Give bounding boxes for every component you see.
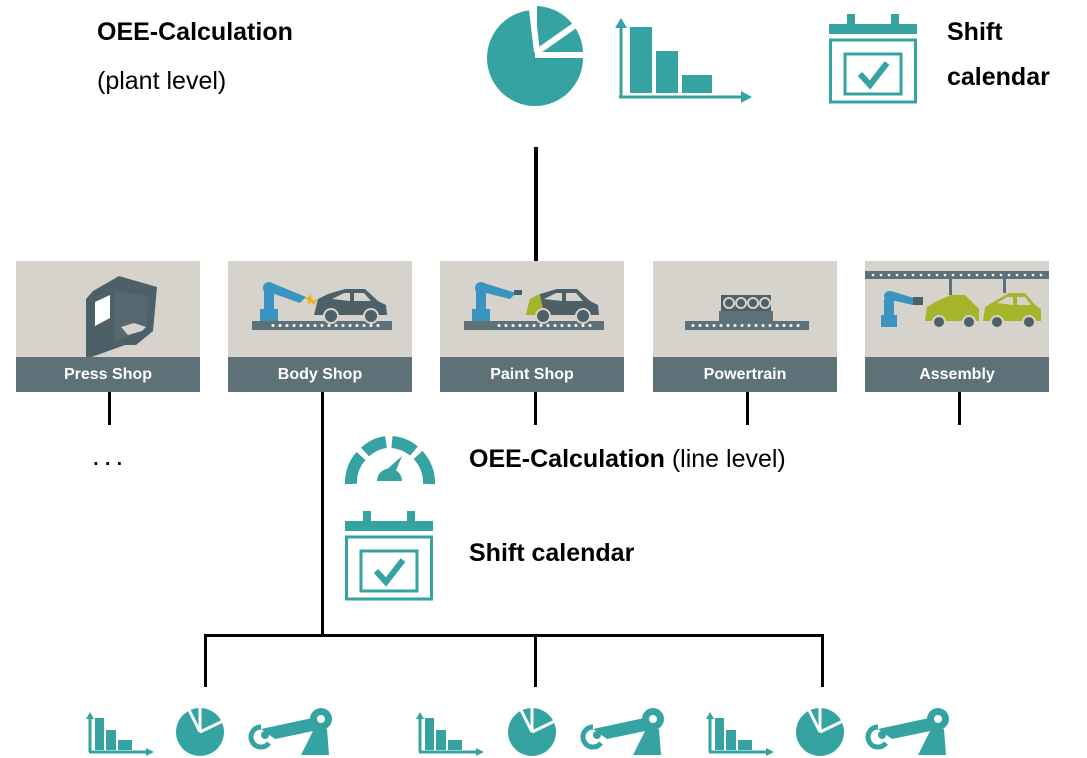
plant-shift-line1: Shift [947, 18, 1003, 46]
plant-connector [534, 147, 538, 262]
machine-3-connector [821, 634, 824, 687]
line-oee-suffix: (line level) [671, 445, 786, 473]
body-shop-connector [321, 392, 324, 635]
line-oee-heading: OEE-Calculation (line level) [469, 444, 786, 475]
robot-arm-icon [865, 708, 949, 755]
machine-2-connector [534, 634, 537, 687]
bar-chart-icon [615, 18, 752, 103]
body-shop-icon [252, 282, 392, 330]
robot-arm-icon [248, 708, 332, 755]
pie-chart-icon [796, 707, 844, 756]
machine-1-connector [204, 634, 207, 687]
press-door-icon [86, 276, 157, 359]
robot-arm-icon [580, 708, 664, 755]
pie-chart-icon [176, 707, 224, 756]
plant-oee-title: OEE-Calculation [97, 18, 293, 46]
shop-label: Paint Shop [440, 357, 624, 392]
calendar-check-icon [345, 511, 433, 601]
engine-icon [685, 295, 809, 330]
shop-label: Press Shop [16, 357, 200, 392]
pie-chart-icon [487, 6, 583, 106]
powertrain-connector [746, 392, 749, 425]
line-oee-title: OEE-Calculation [469, 445, 665, 473]
calendar-check-icon [829, 14, 917, 104]
gauge-icon [345, 436, 435, 485]
shop-label: Assembly [865, 357, 1049, 392]
machine-bus-line [204, 634, 824, 637]
plant-shift-line2: calendar [947, 63, 1050, 91]
assembly-connector [958, 392, 961, 425]
bar-chart-icon [416, 712, 484, 756]
shop-label: Body Shop [228, 357, 412, 392]
shop-tile-press[interactable]: Press Shop [16, 261, 200, 392]
pie-chart-icon [508, 707, 556, 756]
bar-chart-icon [706, 712, 774, 756]
press-connector [108, 392, 111, 425]
line-shift-calendar: Shift calendar [469, 539, 635, 567]
shop-tile-assembly[interactable]: Assembly [865, 261, 1049, 392]
plant-oee-subtitle: (plant level) [97, 67, 227, 95]
shop-tile-powertrain[interactable]: Powertrain [653, 261, 837, 392]
shop-tile-paint[interactable]: Paint Shop [440, 261, 624, 392]
bar-chart-icon [86, 712, 154, 756]
shop-tile-body[interactable]: Body Shop [228, 261, 412, 392]
paint-connector [534, 392, 537, 425]
paint-shop-icon [464, 282, 604, 330]
ellipsis: ... [92, 440, 128, 471]
shop-label: Powertrain [653, 357, 837, 392]
assembly-icon [865, 271, 1049, 329]
